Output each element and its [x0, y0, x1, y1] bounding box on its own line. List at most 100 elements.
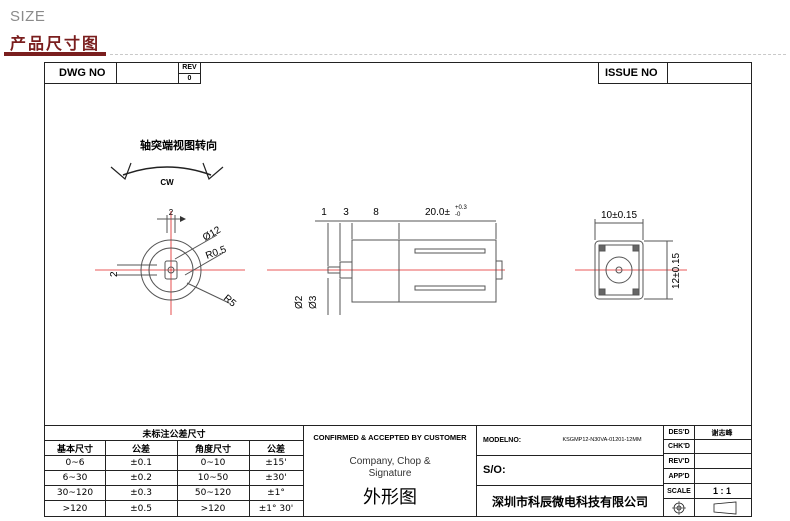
sign-hline-2 [664, 453, 751, 454]
tol-hline-5 [45, 500, 303, 501]
rotation-direction: CW [160, 178, 174, 187]
sign-hline-5 [664, 498, 751, 499]
tol-header-1: 基本尺寸 [56, 444, 93, 455]
model-value: KSGMP12-N30VA-01201-12MM [562, 437, 642, 443]
tol-hline-4 [45, 485, 303, 486]
size-label: SIZE [10, 8, 46, 25]
motor-outline-drawing: 轴突端视图转向 CW 2 Ø12 R0.5 R5 2 [95, 138, 687, 315]
tol-hline-3 [45, 470, 303, 471]
tol-cell-r2c1: 6~30 [62, 473, 88, 483]
tol-cell-r2c3: 10~50 [197, 473, 229, 483]
rotation-arrow-left [110, 162, 132, 181]
tol-header-4: 公差 [266, 444, 285, 455]
tol-cell-r4c4: ±1° 30' [258, 503, 294, 514]
end-view-corner-tl [598, 244, 606, 252]
rotation-arrow-right [202, 162, 224, 181]
drawing-name: 外形图 [363, 487, 417, 508]
so-label: S/O: [483, 464, 506, 476]
end-dim-height-label: 12±0.15 [671, 252, 682, 289]
front-dim-top-label: 2 [169, 208, 174, 217]
title-block-top-border [45, 425, 751, 426]
end-view-body [594, 240, 644, 300]
scale-label: SCALE [667, 487, 691, 495]
des-value: 谢志峰 [711, 428, 733, 437]
tol-cell-r2c2: ±0.2 [130, 473, 152, 483]
tol-cell-r1c4: ±15' [265, 458, 287, 468]
scale-value: 1 : 1 [712, 486, 731, 496]
tol-vline-1 [105, 440, 106, 517]
front-view-shaft [167, 266, 175, 274]
front-leader-r5 [186, 282, 230, 304]
tol-header-3: 角度尺寸 [194, 444, 231, 455]
tol-cell-r3c3: 50~120 [194, 488, 232, 498]
front-leader-r05 [184, 252, 224, 276]
end-view-corner-br [632, 288, 640, 296]
front-leader-diameter [174, 234, 218, 260]
side-dim-length-upper: +0.3 [455, 205, 468, 211]
tol-cell-r1c3: 0~10 [200, 458, 226, 468]
front-view [95, 211, 245, 315]
side-view-slot-top [414, 248, 486, 254]
tolerance-title: 未标注公差尺寸 [142, 429, 206, 440]
front-dim-r5-label: R5 [221, 293, 238, 310]
dwg-no-cell: DWG NO [45, 63, 117, 84]
side-view-shaft [327, 266, 341, 274]
model-label: MODELNO: [483, 436, 522, 444]
side-view [267, 220, 505, 315]
front-view-outer-circle [140, 239, 202, 301]
tol-cell-r4c2: ±0.5 [130, 503, 152, 514]
tol-vline-2 [177, 440, 178, 517]
tol-cell-r2c4: ±30' [265, 473, 287, 483]
sign-vline-1 [694, 425, 695, 517]
tol-cell-r1c1: 0~6 [65, 458, 85, 468]
rev-value: 0 [187, 74, 192, 82]
rev-cell: REV 0 [179, 63, 201, 84]
end-view-bearing [605, 256, 633, 284]
issue-no-value-cell [668, 63, 752, 84]
end-dim-width-label: 10±0.15 [601, 210, 638, 221]
front-dim-left-label: 2 [109, 271, 120, 277]
end-view-corner-bl [598, 288, 606, 296]
model-hline-1 [477, 455, 663, 456]
sign-hline-4 [664, 483, 751, 484]
chk-label: CHK'D [668, 443, 690, 450]
sign-hline-3 [664, 468, 751, 469]
end-view-shaft [615, 266, 623, 274]
rotation-caption: 轴突端视图转向 [140, 138, 217, 152]
confirm-vline-right [476, 425, 477, 517]
end-view-inner [598, 244, 640, 296]
title-underline-bar [4, 52, 106, 56]
confirm-label: CONFIRMED & ACCEPTED BY CUSTOMER [313, 432, 467, 442]
model-vline-right [663, 425, 664, 517]
model-hline-2 [477, 485, 663, 486]
issue-no-label: ISSUE NO [605, 67, 658, 79]
side-dim-a-label: 1 [321, 207, 327, 218]
side-view-slot-bottom [414, 285, 486, 291]
tol-cell-r1c2: ±0.1 [130, 458, 152, 468]
section-title: 产品尺寸图 [10, 34, 101, 53]
app-label: APP'D [668, 472, 690, 480]
tol-cell-r3c1: 30~120 [56, 488, 94, 498]
tol-vline-3 [249, 440, 250, 517]
tol-hline-1 [45, 440, 303, 441]
side-dim-shaft-d3-label: Ø3 [308, 295, 319, 309]
title-block: 未标注公差尺寸 基本尺寸 公差 角度尺寸 公差 0~6 ±0.1 0~10 ±1… [45, 425, 751, 517]
side-view-terminal [495, 260, 503, 280]
side-dim-b-label: 3 [343, 207, 349, 218]
tol-header-2: 公差 [131, 444, 150, 455]
sign-hline-1 [664, 439, 751, 440]
tol-cell-r3c2: ±0.3 [130, 488, 152, 498]
projection-symbol-icon [672, 501, 737, 515]
tol-hline-2 [45, 455, 303, 456]
side-dim-length-label: 20.0± [425, 207, 450, 218]
rev-d-label: REV'D [668, 457, 690, 465]
side-dim-shaft-d2-label: Ø2 [294, 295, 305, 309]
des-label: DES'D [668, 429, 690, 436]
front-view-shaft-flat [164, 260, 178, 280]
side-dim-length-lower: -0 [455, 212, 461, 218]
company-chop-line1: Company, Chop & [349, 455, 431, 467]
end-view [575, 219, 687, 300]
tol-vline-right [303, 425, 304, 517]
company-chop-line2: Signature [368, 467, 412, 479]
side-dim-c-label: 8 [373, 207, 379, 218]
